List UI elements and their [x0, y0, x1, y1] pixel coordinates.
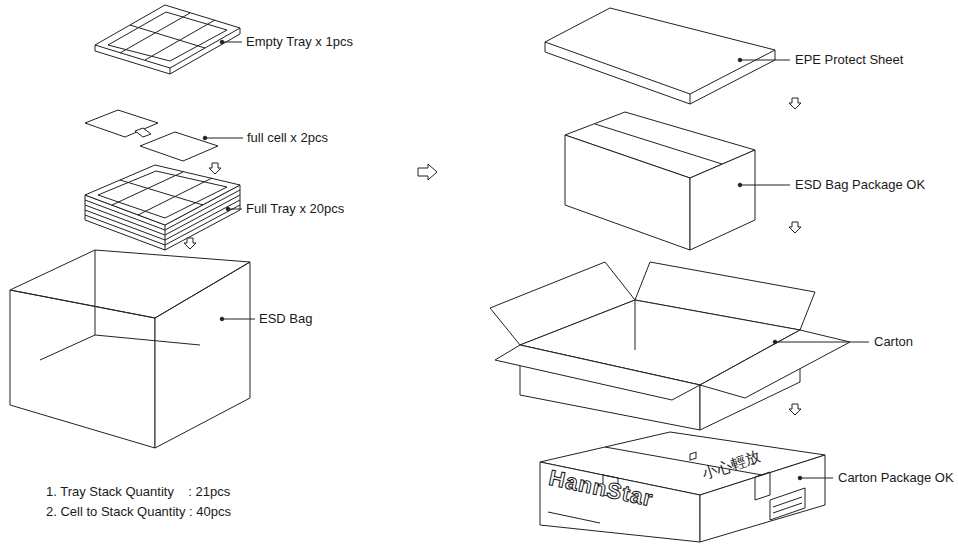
leader-dot	[798, 476, 802, 480]
tray-inner	[108, 12, 227, 61]
part-label: Full Tray x 20pcs	[246, 201, 344, 217]
leader-dot	[738, 183, 742, 187]
empty-tray	[95, 5, 240, 74]
esd-bag	[10, 250, 250, 448]
leader-line	[740, 185, 790, 186]
leader-dot	[738, 58, 742, 62]
carton-mark	[690, 452, 696, 460]
leader-dot	[773, 340, 777, 344]
flow-arrow	[418, 164, 437, 180]
brand-print: HannStar	[547, 465, 656, 512]
carton-label-line	[773, 497, 802, 507]
carton-tape	[755, 472, 770, 500]
tray-rib	[130, 25, 205, 48]
carton-label-sticker	[770, 488, 805, 520]
bag-inner-edge	[95, 335, 200, 345]
full-cells	[85, 110, 218, 161]
part-label: Empty Tray x 1pcs	[246, 34, 353, 50]
tray-rib	[120, 180, 203, 205]
leader-dot	[220, 317, 224, 321]
package-seam	[595, 124, 722, 164]
carton-print-line	[548, 512, 600, 523]
carton-flap	[495, 345, 700, 400]
leader-dot	[203, 136, 207, 140]
package-side	[690, 150, 755, 250]
care-print: 小心輕放	[700, 447, 763, 483]
leader-line	[205, 138, 243, 139]
package-front	[565, 135, 690, 250]
leader-line	[222, 319, 255, 320]
bag-inner-corner	[95, 250, 96, 335]
note-text: 1. Tray Stack Quantity : 21pcs	[46, 484, 230, 500]
part-label: Carton	[874, 334, 913, 350]
part-label: Carton Package OK	[838, 470, 954, 486]
full-tray-stack	[85, 165, 240, 250]
part-label: ESD Bag	[259, 311, 312, 327]
leader-dot	[226, 207, 230, 211]
down-arrow	[789, 222, 801, 233]
leader-dot	[220, 40, 224, 44]
leader-line	[740, 60, 790, 61]
leader-line	[775, 342, 869, 343]
tray-inner	[98, 171, 227, 218]
carton-front	[540, 462, 700, 542]
note-text: 2. Cell to Stack Quantity : 40pcs	[46, 504, 231, 520]
sheet-top	[545, 8, 775, 94]
leader-line	[222, 42, 242, 43]
bag-inner-edge	[40, 335, 95, 360]
sheet-side	[545, 42, 775, 104]
part-label: EPE Protect Sheet	[795, 52, 903, 68]
epe-sheet	[545, 8, 775, 104]
down-arrow	[209, 163, 221, 174]
cell-sheet	[85, 110, 158, 137]
part-label: ESD Bag Package OK	[795, 177, 925, 193]
esd-bag-package	[565, 112, 755, 250]
carton-flap	[700, 330, 850, 398]
sheet-edge	[690, 94, 691, 104]
down-arrow	[184, 238, 196, 249]
bag-opening	[10, 250, 250, 318]
part-label: full cell x 2pcs	[247, 130, 328, 146]
carton-label-line	[773, 503, 802, 513]
closed-carton	[540, 432, 825, 542]
tray-edge	[170, 68, 171, 74]
stack-edge	[165, 225, 166, 250]
tray-outline	[85, 165, 240, 225]
down-arrow	[789, 404, 801, 415]
open-carton	[490, 262, 850, 430]
tray-outline	[95, 5, 240, 68]
cell-tab	[135, 128, 151, 137]
leader-line	[800, 478, 833, 479]
carton-inner-corner	[635, 300, 636, 350]
down-arrow	[789, 98, 801, 109]
cell-sheet	[140, 132, 218, 161]
